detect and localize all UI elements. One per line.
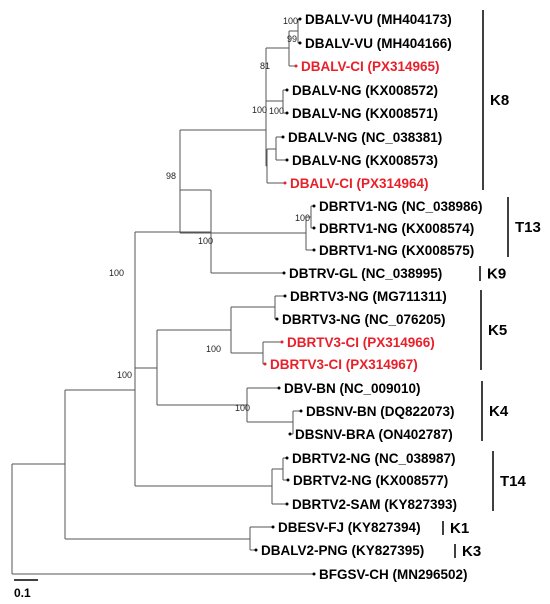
leaf-tip: [312, 248, 316, 252]
leaf-label: DBRTV3-CI (PX314967): [270, 357, 418, 372]
leaf-tip: [285, 111, 289, 115]
leaf-label: DBALV-NG (KX008571): [292, 106, 438, 121]
leaf-tips: [254, 17, 316, 576]
bootstrap-value: 99: [287, 34, 297, 44]
tree-branches: [11, 18, 314, 575]
leaf-tip: [285, 502, 289, 506]
leaf-tip: [299, 409, 303, 413]
leaf-label: DBRTV2-SAM (KY827393): [292, 497, 457, 512]
bootstrap-value: 100: [206, 344, 221, 354]
leaf-tip: [281, 135, 285, 139]
leaf-tip: [294, 64, 298, 68]
leaf-tip: [263, 362, 267, 366]
leaf-label: DBALV-CI (PX314964): [290, 176, 429, 191]
leaf-tip: [254, 548, 258, 552]
bootstrap-value: 100: [198, 236, 213, 246]
scale-bar-label: 0.1: [14, 586, 31, 600]
clade-label: K8: [490, 92, 509, 109]
leaf-tip: [312, 204, 316, 208]
clade-label: T14: [500, 473, 527, 490]
leaf-tip: [312, 572, 316, 576]
bootstrap-value: 100: [252, 105, 267, 115]
clade-label: K9: [487, 266, 506, 283]
leaf-labels: DBALV-VU (MH404173) DBALV-VU (MH404166) DB…: [261, 12, 483, 582]
leaf-tip: [283, 294, 287, 298]
leaf-label: DBALV-VU (MH404173): [305, 12, 452, 27]
scale-bar: 0.1: [14, 579, 38, 600]
leaf-label: DBTRV-GL (NC_038995): [289, 266, 442, 281]
leaf-tip: [277, 386, 281, 390]
bootstrap-value: 100: [235, 403, 250, 413]
leaf-label: DBALV-CI (PX314965): [301, 59, 440, 74]
bootstrap-value: 100: [295, 213, 310, 223]
clade-label: K3: [462, 543, 481, 560]
leaf-label: DBALV-NG (KX008573): [292, 153, 438, 168]
leaf-label: DBRTV3-CI (PX314966): [287, 335, 435, 350]
bootstrap-value: 81: [260, 61, 270, 71]
leaf-tip: [275, 317, 279, 321]
leaf-label: DBALV2-PNG (KY827395): [261, 543, 424, 558]
clade-label: K1: [450, 520, 469, 537]
leaf-tip: [282, 271, 286, 275]
bootstrap-value: 100: [117, 370, 132, 380]
clade-label: T13: [515, 219, 541, 236]
leaf-tip: [286, 478, 290, 482]
leaf-label: DBRTV2-NG (NC_038987): [292, 451, 456, 466]
clade-label: K4: [489, 403, 509, 420]
leaf-tip: [280, 340, 284, 344]
leaf-tip: [271, 525, 275, 529]
leaf-label: DBRTV3-NG (NC_076205): [282, 312, 446, 327]
leaf-label: DBALV-NG (KX008572): [292, 83, 438, 98]
leaf-tip: [312, 226, 316, 230]
leaf-label: DBSNV-BRA (ON402787): [295, 427, 453, 442]
bootstrap-value: 100: [283, 16, 298, 26]
bootstrap-value: 100: [109, 268, 124, 278]
leaf-label: DBRTV1-NG (KX008574): [319, 221, 474, 236]
leaf-label: DBV-BN (NC_009010): [284, 381, 421, 396]
leaf-label: DBRTV1-NG (KX008575): [319, 243, 474, 258]
leaf-tip: [298, 41, 302, 45]
leaf-label: BFGSV-CH (MN296502): [319, 567, 468, 582]
leaf-label: DBESV-FJ (KY827394): [278, 520, 421, 535]
leaf-label: DBRTV3-NG (MG711311): [290, 289, 447, 304]
leaf-tip: [285, 456, 289, 460]
leaf-label: DBSNV-BN (DQ822073): [306, 404, 455, 419]
leaf-label: DBRTV2-NG (KX008577): [293, 473, 448, 488]
leaf-label: DBRTV1-NG (NC_038986): [319, 199, 483, 214]
bootstrap-value: 100: [269, 106, 284, 116]
leaf-tip: [283, 181, 287, 185]
leaf-tip: [285, 158, 289, 162]
leaf-tip: [288, 432, 292, 436]
clade-label: K5: [488, 322, 507, 339]
bootstrap-value: 98: [166, 171, 176, 181]
leaf-tip: [285, 88, 289, 92]
leaf-label: DBALV-NG (NC_038381): [288, 130, 442, 145]
leaf-tip: [298, 17, 302, 21]
leaf-label: DBALV-VU (MH404166): [305, 36, 452, 51]
